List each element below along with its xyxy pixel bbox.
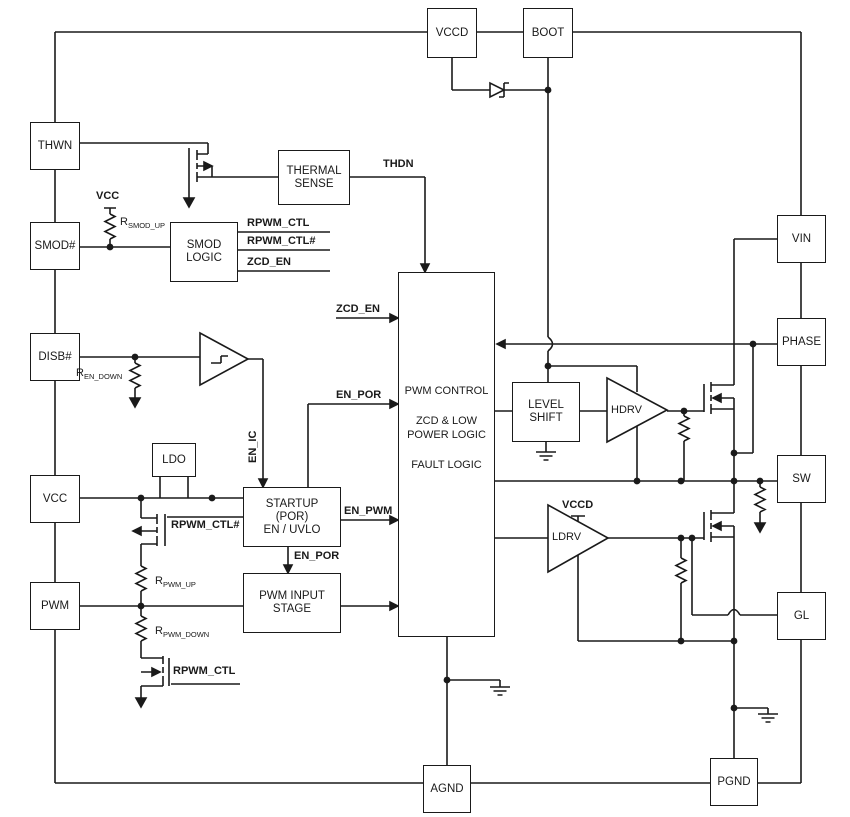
resistor-pwm-up-label: RPWM_UP bbox=[155, 575, 196, 590]
pin-smod: SMOD# bbox=[30, 222, 80, 270]
enable-wires bbox=[80, 331, 269, 489]
ground-arrow-icon bbox=[753, 522, 767, 534]
pin-phase: PHASE bbox=[777, 318, 826, 366]
hysteresis-glyph bbox=[211, 355, 228, 364]
block-ldo: LDO bbox=[152, 443, 196, 477]
resistor-en-down-label: REN_DOWN bbox=[76, 367, 123, 382]
signal-en-por-2: EN_POR bbox=[294, 550, 340, 562]
resistor-sw-icon bbox=[753, 486, 767, 513]
signal-en-ic: EN_IC bbox=[247, 430, 259, 463]
signal-en-por: EN_POR bbox=[336, 389, 382, 401]
signal-zcd-en: ZCD_EN bbox=[247, 256, 292, 268]
highside-wires bbox=[495, 338, 777, 534]
pin-sw: SW bbox=[777, 455, 826, 503]
signal-en-pwm: EN_PWM bbox=[344, 505, 393, 517]
ground-arrow-icon bbox=[128, 397, 142, 409]
signal-rpwm-ctl: RPWM_CTL bbox=[247, 217, 310, 229]
pin-pwm: PWM bbox=[30, 582, 80, 630]
ground-arrow-icon bbox=[182, 197, 196, 209]
ldrv-label: LDRV bbox=[552, 531, 582, 543]
earth-ground-icon bbox=[758, 713, 778, 723]
thermal-wires bbox=[80, 142, 426, 264]
resistor-pwm-up-icon bbox=[134, 565, 148, 592]
earth-ground-icon bbox=[490, 686, 510, 696]
signal-vccd-tap: VCCD bbox=[562, 499, 594, 511]
resistor-smod-up-icon bbox=[103, 213, 117, 240]
ldrv-triangle bbox=[547, 503, 610, 574]
signal-zcd-en-core: ZCD_EN bbox=[336, 303, 381, 315]
block-thermal-sense: THERMAL SENSE bbox=[278, 150, 350, 205]
lowside-mosfet-icon bbox=[703, 481, 735, 758]
resistor-hdrv-icon bbox=[677, 415, 691, 442]
resistor-pwm-down-label: RPWM_DOWN bbox=[155, 625, 210, 640]
block-level-shift: LEVEL SHIFT bbox=[512, 382, 580, 442]
rpwm-ctl-mosfet-icon bbox=[134, 656, 240, 709]
lowside-wires bbox=[495, 515, 777, 642]
pin-disb: DISB# bbox=[30, 333, 80, 381]
pin-pgnd: PGND bbox=[710, 758, 758, 806]
junction-dots bbox=[106, 86, 764, 712]
signal-vcc-tap: VCC bbox=[96, 190, 120, 202]
signal-rpwm-ctl-n: RPWM_CTL# bbox=[247, 235, 316, 247]
pin-agnd: AGND bbox=[423, 765, 471, 813]
hdrv-label: HDRV bbox=[611, 404, 642, 416]
signal-rpwm-ctl-n-fet: RPWM_CTL# bbox=[171, 519, 240, 531]
resistor-pwm-down-icon bbox=[134, 615, 148, 642]
pin-vccd: VCCD bbox=[427, 8, 477, 58]
pin-vin: VIN bbox=[777, 215, 826, 263]
resistor-ldrv-icon bbox=[674, 557, 688, 584]
pin-thwn: THWN bbox=[30, 122, 80, 170]
pin-boot: BOOT bbox=[523, 8, 573, 58]
supply-input-wires bbox=[80, 263, 431, 612]
pgnd-wires bbox=[734, 707, 778, 723]
signal-rpwm-ctl-fet: RPWM_CTL bbox=[173, 665, 236, 677]
hdrv-triangle bbox=[606, 376, 669, 444]
rpwm-ctl-n-mosfet-icon bbox=[131, 498, 245, 566]
bootstrap-diode-icon bbox=[489, 81, 506, 99]
signal-thdn: THDN bbox=[383, 158, 414, 170]
agnd-wires bbox=[446, 637, 510, 765]
pwm-resistor-chain bbox=[134, 565, 148, 658]
block-pwm-input-stage: PWM INPUT STAGE bbox=[243, 573, 341, 633]
pin-gl: GL bbox=[777, 592, 826, 640]
core-block-text: PWM CONTROL ZCD & LOW POWER LOGIC FAULT … bbox=[404, 385, 489, 471]
pin-vcc: VCC bbox=[30, 475, 80, 523]
resistor-smod-up-label: RSMOD_UP bbox=[120, 216, 166, 231]
ground-arrow-icon bbox=[134, 697, 148, 709]
schmitt-trigger-icon bbox=[199, 331, 250, 387]
highside-mosfet-icon bbox=[703, 238, 777, 481]
block-startup: STARTUP (POR) EN / UVLO bbox=[243, 487, 341, 547]
earth-ground-icon bbox=[536, 451, 556, 461]
resistor-en-down-icon bbox=[128, 362, 142, 389]
outer-rail-wires bbox=[54, 31, 802, 784]
thermal-mosfet-icon bbox=[182, 148, 214, 209]
block-smod-logic: SMOD LOGIC bbox=[170, 222, 238, 282]
block-pwm-control-core bbox=[398, 272, 495, 637]
